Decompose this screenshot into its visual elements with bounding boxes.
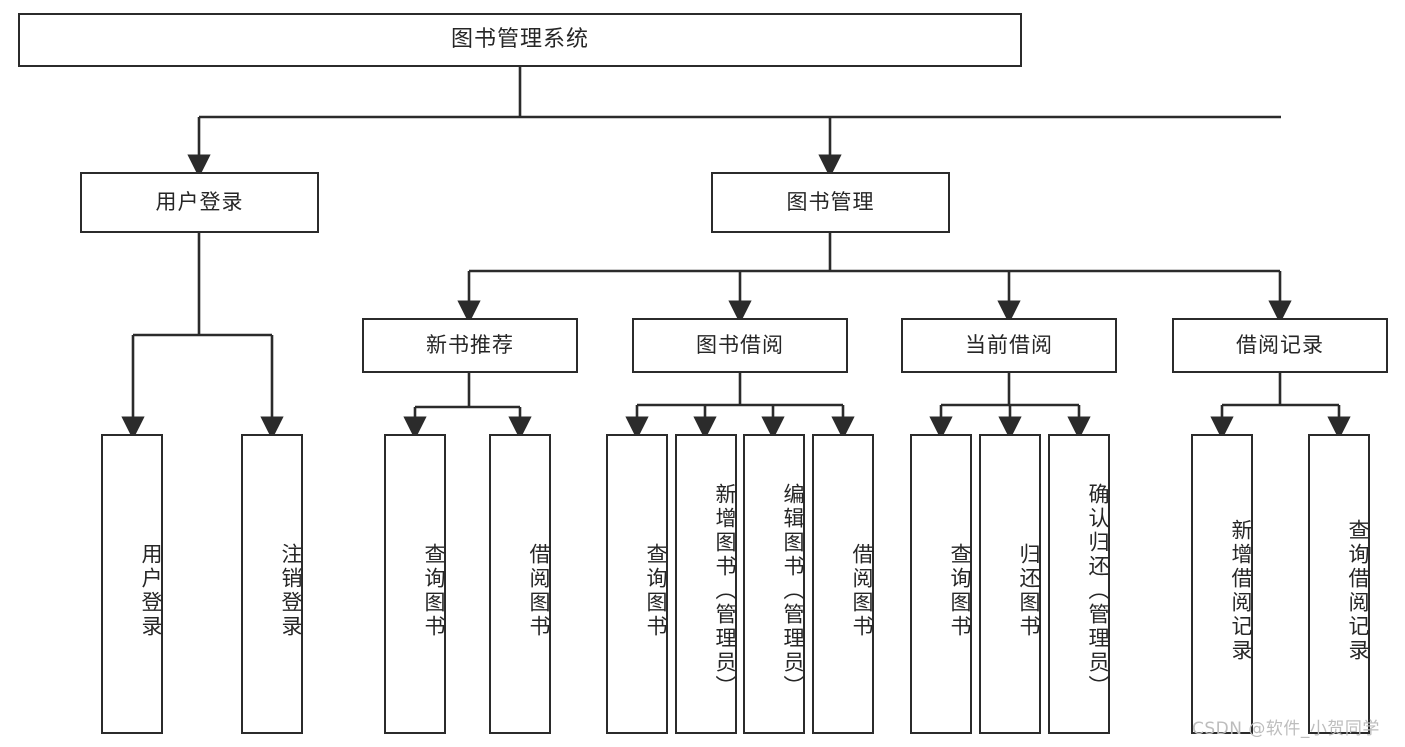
- leaf-user-login[interactable]: 用户登录: [101, 434, 163, 734]
- leaf-query-book-current[interactable]: 查询图书: [910, 434, 972, 734]
- leaf-add-borrow-record[interactable]: 新增借阅记录: [1191, 434, 1253, 734]
- leaf-label: 查询图书: [644, 543, 668, 639]
- leaf-label: 查询图书: [422, 543, 446, 639]
- node-borrow-record[interactable]: 借阅记录: [1172, 318, 1388, 373]
- leaf-label: 确认归还（管理员）: [1086, 483, 1110, 699]
- leaf-label: 查询图书: [948, 543, 972, 639]
- leaf-label: 查询借阅记录: [1346, 519, 1370, 663]
- leaf-label: 注销登录: [279, 543, 303, 639]
- node-root-system[interactable]: 图书管理系统: [18, 13, 1022, 67]
- leaf-query-book-borrow[interactable]: 查询图书: [606, 434, 668, 734]
- leaf-label: 用户登录: [139, 543, 163, 639]
- leaf-label: 归还图书: [1017, 543, 1041, 639]
- node-user-login[interactable]: 用户登录: [80, 172, 319, 233]
- node-book-management[interactable]: 图书管理: [711, 172, 950, 233]
- leaf-query-borrow-record[interactable]: 查询借阅记录: [1308, 434, 1370, 734]
- leaf-label: 借阅图书: [527, 543, 551, 639]
- node-book-borrow[interactable]: 图书借阅: [632, 318, 848, 373]
- leaf-label: 新增图书（管理员）: [713, 483, 737, 699]
- node-current-borrow[interactable]: 当前借阅: [901, 318, 1117, 373]
- leaf-query-book-newbook[interactable]: 查询图书: [384, 434, 446, 734]
- leaf-confirm-return-admin[interactable]: 确认归还（管理员）: [1048, 434, 1110, 734]
- leaf-edit-book-admin[interactable]: 编辑图书（管理员）: [743, 434, 805, 734]
- leaf-logout[interactable]: 注销登录: [241, 434, 303, 734]
- leaf-label: 借阅图书: [850, 543, 874, 639]
- leaf-label: 新增借阅记录: [1229, 519, 1253, 663]
- leaf-return-book[interactable]: 归还图书: [979, 434, 1041, 734]
- leaf-borrow-book-newbook[interactable]: 借阅图书: [489, 434, 551, 734]
- leaf-borrow-book[interactable]: 借阅图书: [812, 434, 874, 734]
- leaf-label: 编辑图书（管理员）: [781, 483, 805, 699]
- leaf-add-book-admin[interactable]: 新增图书（管理员）: [675, 434, 737, 734]
- node-new-book-recommend[interactable]: 新书推荐: [362, 318, 578, 373]
